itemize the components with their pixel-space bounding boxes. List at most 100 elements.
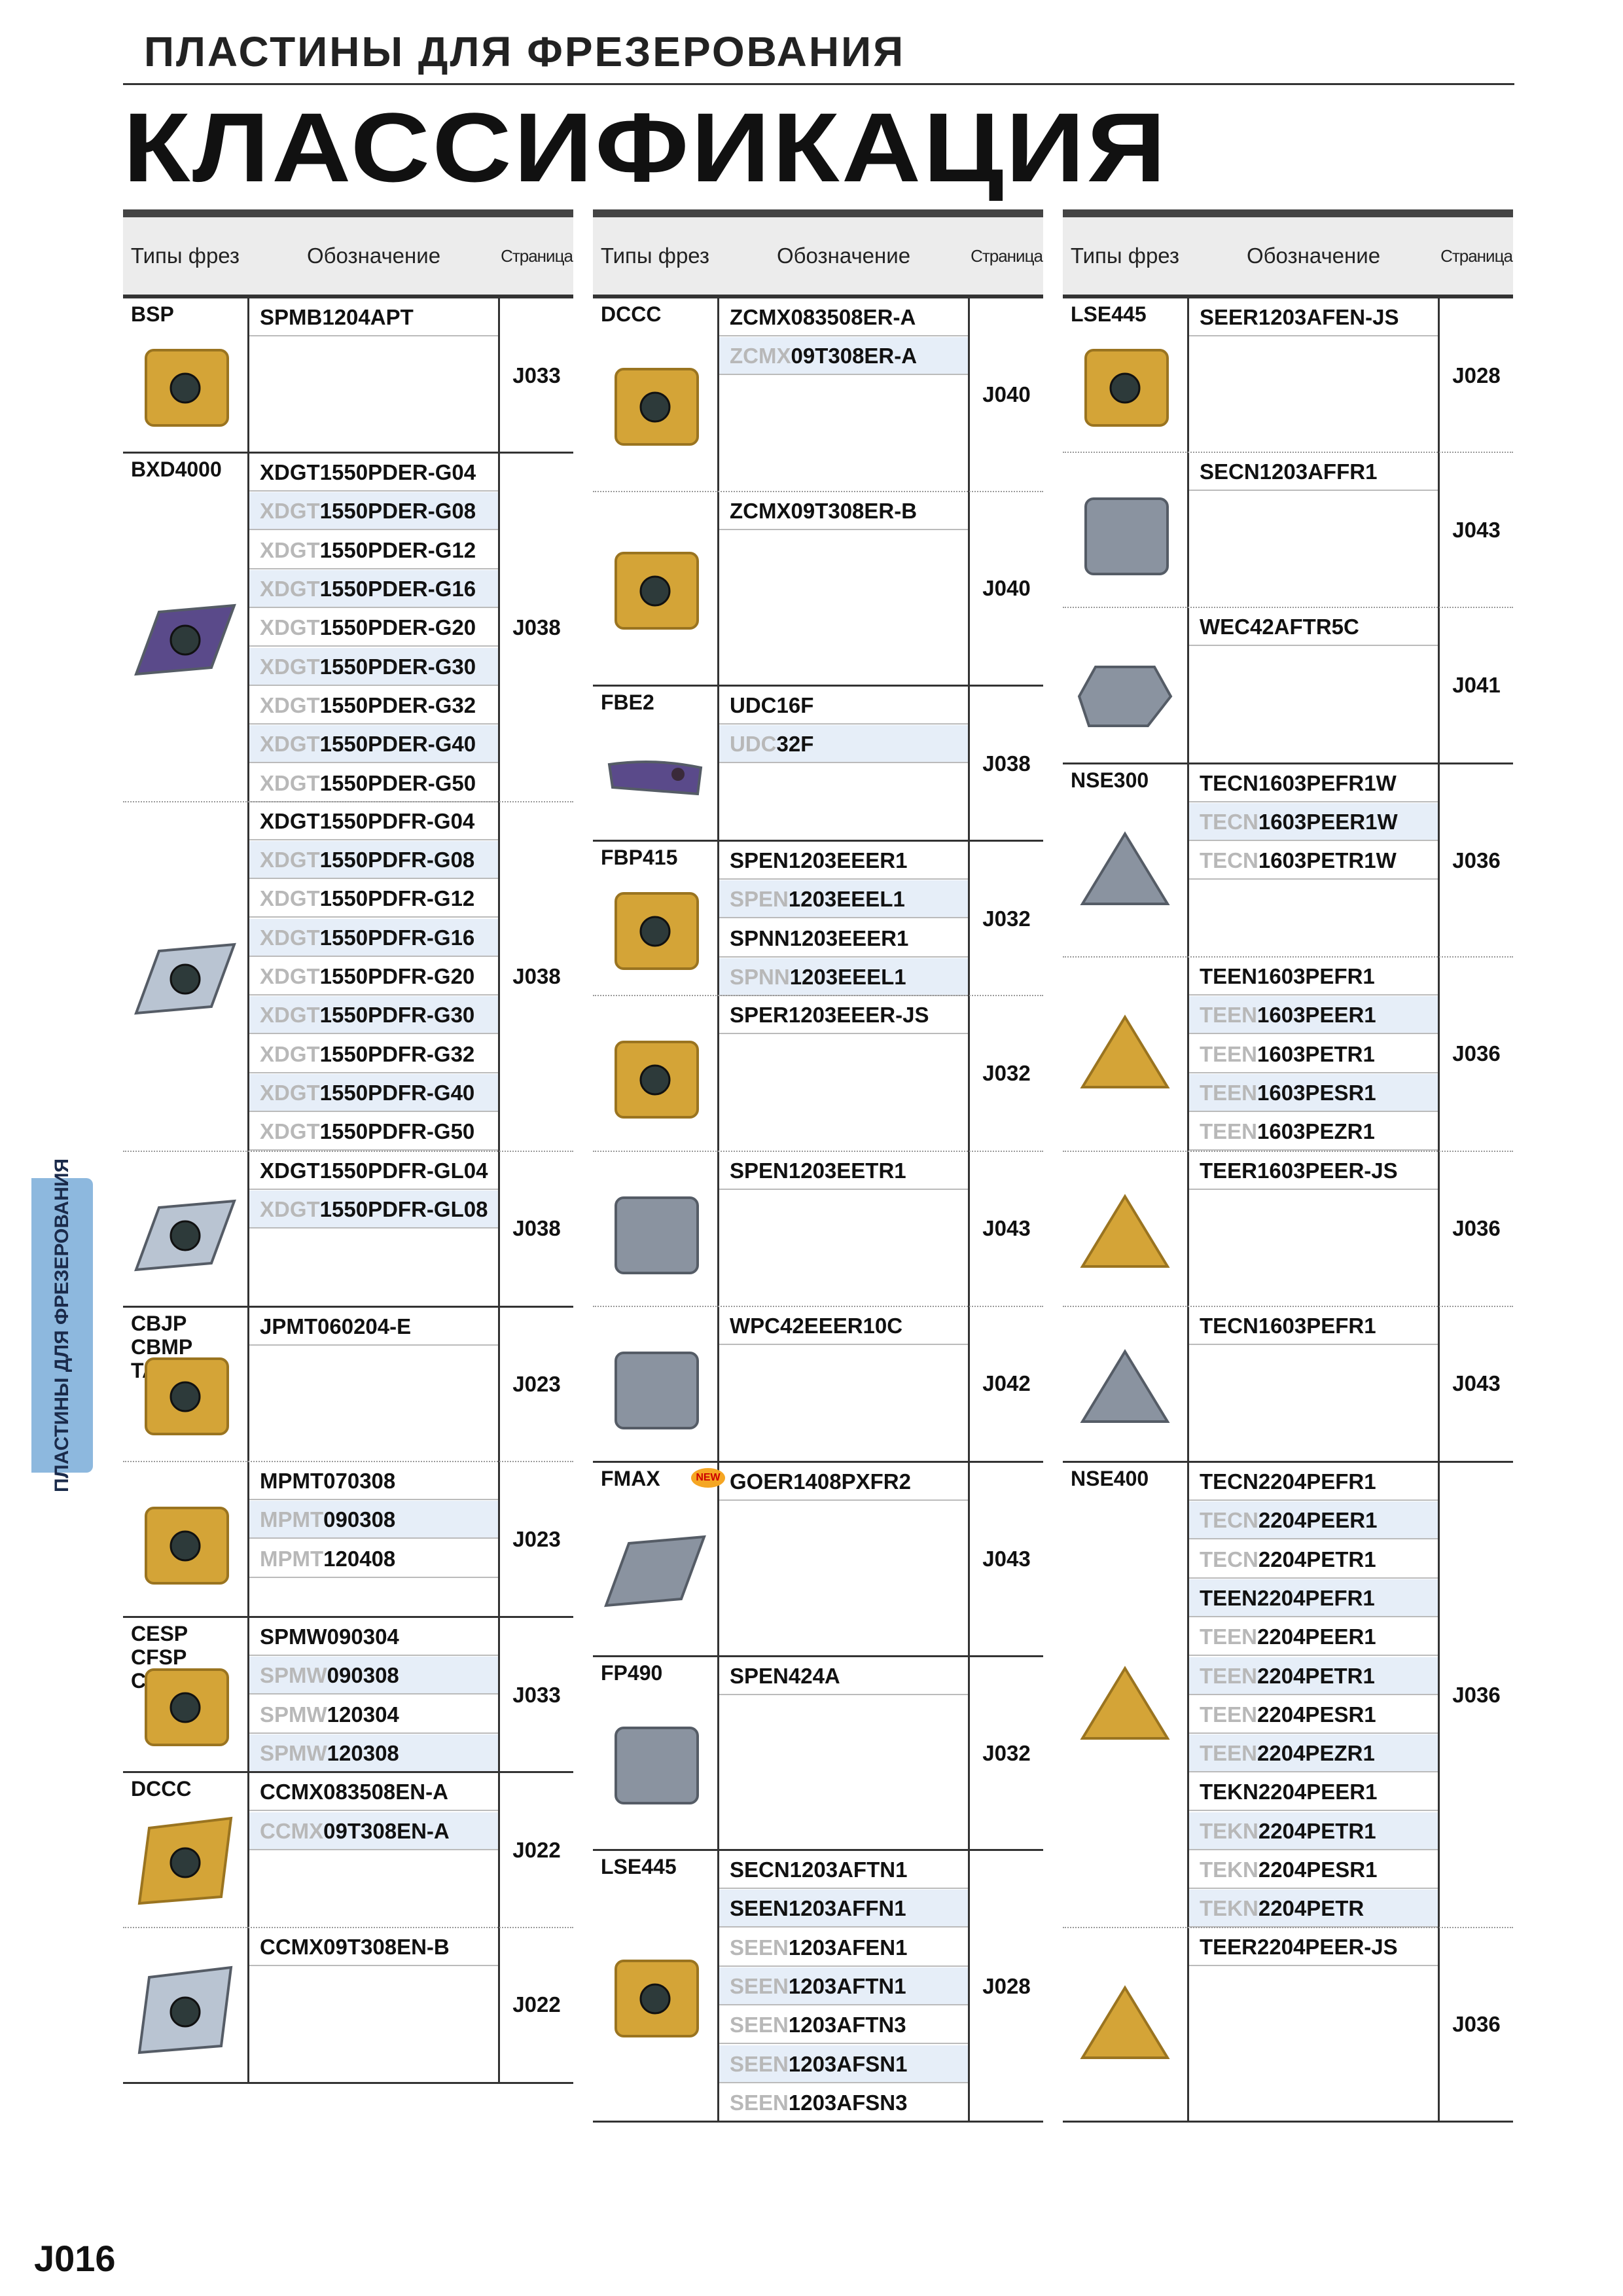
- page-reference[interactable]: J032: [982, 1060, 1031, 1085]
- page-reference[interactable]: J043: [1452, 517, 1501, 542]
- designation-row[interactable]: TECN2204PETR1: [1189, 1541, 1438, 1579]
- designation-row[interactable]: JPMT060204-E: [249, 1308, 498, 1346]
- designation-row[interactable]: SPNN1203EEEL1: [719, 958, 968, 997]
- designation-row[interactable]: SPMW120308: [249, 1734, 498, 1773]
- page-reference[interactable]: J036: [1452, 1216, 1501, 1241]
- designation-row[interactable]: XDGT1550PDFR-G08: [249, 841, 498, 880]
- designation-row[interactable]: SPEN1203EETR1: [719, 1152, 968, 1190]
- designation-row[interactable]: ZCMX09T308ER-B: [719, 492, 968, 530]
- designation-row[interactable]: TEER1603PEER-JS: [1189, 1152, 1438, 1190]
- page-reference[interactable]: J043: [982, 1216, 1031, 1241]
- page-reference[interactable]: J036: [1452, 1041, 1501, 1066]
- designation-row[interactable]: XDGT1550PDER-G32: [249, 687, 498, 725]
- designation-row[interactable]: XDGT1550PDFR-GL08: [249, 1190, 498, 1229]
- designation-row[interactable]: SPMW090308: [249, 1657, 498, 1695]
- designation-row[interactable]: TEKN2204PETR: [1189, 1890, 1438, 1928]
- page-reference[interactable]: J040: [982, 382, 1031, 407]
- designation-row[interactable]: TECN1603PEFR1W: [1189, 764, 1438, 802]
- designation-row[interactable]: SEEN1203AFSN1: [719, 2045, 968, 2083]
- designation-row[interactable]: TECN2204PEFR1: [1189, 1463, 1438, 1501]
- designation-row[interactable]: SECN1203AFFR1: [1189, 453, 1438, 492]
- designation-row[interactable]: SEEN1203AFSN3: [719, 2084, 968, 2122]
- designation-row[interactable]: XDGT1550PDER-G30: [249, 647, 498, 686]
- page-reference[interactable]: J032: [982, 1740, 1031, 1765]
- designation-row[interactable]: ZCMX083508ER-A: [719, 298, 968, 336]
- page-reference[interactable]: J022: [512, 1837, 561, 1862]
- designation-row[interactable]: TECN2204PEER1: [1189, 1501, 1438, 1540]
- designation-row[interactable]: XDGT1550PDFR-G32: [249, 1035, 498, 1073]
- designation-row[interactable]: XDGT1550PDFR-G50: [249, 1113, 498, 1151]
- designation-row[interactable]: TEKN2204PETR1: [1189, 1812, 1438, 1850]
- designation-row[interactable]: WPC42EEER10C: [719, 1307, 968, 1345]
- designation-row[interactable]: CCMX09T308EN-B: [249, 1928, 498, 1966]
- page-reference[interactable]: J043: [1452, 1371, 1501, 1396]
- designation-row[interactable]: XDGT1550PDFR-GL04: [249, 1152, 498, 1190]
- designation-row[interactable]: SPNN1203EEER1: [719, 920, 968, 958]
- page-reference[interactable]: J040: [982, 575, 1031, 600]
- designation-row[interactable]: SEEN1203AFFN1: [719, 1890, 968, 1928]
- page-reference[interactable]: J043: [982, 1547, 1031, 1571]
- designation-row[interactable]: TEEN2204PESR1: [1189, 1696, 1438, 1734]
- designation-row[interactable]: SPMW120304: [249, 1696, 498, 1734]
- page-reference[interactable]: J041: [1452, 672, 1501, 697]
- designation-row[interactable]: GOER1408PXFR2: [719, 1463, 968, 1501]
- designation-row[interactable]: MPMT090308: [249, 1501, 498, 1539]
- page-reference[interactable]: J028: [982, 1973, 1031, 1998]
- designation-row[interactable]: XDGT1550PDFR-G30: [249, 996, 498, 1035]
- designation-row[interactable]: TEEN1603PEFR1: [1189, 958, 1438, 996]
- designation-row[interactable]: ZCMX09T308ER-A: [719, 337, 968, 376]
- designation-row[interactable]: TECN1603PETR1W: [1189, 842, 1438, 880]
- designation-row[interactable]: TEEN1603PEZR1: [1189, 1113, 1438, 1151]
- designation-row[interactable]: TEEN1603PETR1: [1189, 1035, 1438, 1073]
- page-reference[interactable]: J036: [1452, 848, 1501, 872]
- page-reference[interactable]: J033: [512, 363, 561, 387]
- page-reference[interactable]: J023: [512, 1372, 561, 1397]
- designation-row[interactable]: SPEN1203EEEL1: [719, 880, 968, 919]
- designation-row[interactable]: XDGT1550PDER-G12: [249, 531, 498, 569]
- page-reference[interactable]: J038: [512, 615, 561, 640]
- designation-row[interactable]: TEKN2204PEER1: [1189, 1773, 1438, 1812]
- designation-row[interactable]: SEER1203AFEN-JS: [1189, 298, 1438, 336]
- designation-row[interactable]: SPEN1203EEER1: [719, 842, 968, 880]
- designation-row[interactable]: TEEN2204PEFR1: [1189, 1579, 1438, 1617]
- designation-row[interactable]: XDGT1550PDFR-G12: [249, 880, 498, 918]
- designation-row[interactable]: CCMX083508EN-A: [249, 1773, 498, 1812]
- page-reference[interactable]: J028: [1452, 363, 1501, 387]
- designation-row[interactable]: UDC16F: [719, 687, 968, 725]
- designation-row[interactable]: XDGT1550PDER-G40: [249, 725, 498, 764]
- designation-row[interactable]: TEER2204PEER-JS: [1189, 1928, 1438, 1966]
- designation-row[interactable]: MPMT120408: [249, 1540, 498, 1578]
- designation-row[interactable]: MPMT070308: [249, 1462, 498, 1500]
- page-reference[interactable]: J042: [982, 1371, 1031, 1396]
- page-reference[interactable]: J022: [512, 1992, 561, 2017]
- page-reference[interactable]: J038: [512, 1216, 561, 1241]
- designation-row[interactable]: XDGT1550PDER-G16: [249, 570, 498, 609]
- designation-row[interactable]: UDC32F: [719, 725, 968, 764]
- designation-row[interactable]: TEKN2204PESR1: [1189, 1851, 1438, 1889]
- designation-row[interactable]: SPMB1204APT: [249, 298, 498, 336]
- designation-row[interactable]: TEEN1603PESR1: [1189, 1073, 1438, 1112]
- designation-row[interactable]: XDGT1550PDER-G04: [249, 454, 498, 492]
- page-reference[interactable]: J032: [982, 906, 1031, 931]
- designation-row[interactable]: XDGT1550PDFR-G40: [249, 1073, 498, 1112]
- designation-row[interactable]: SEEN1203AFTN1: [719, 1967, 968, 2005]
- designation-row[interactable]: TECN1603PEFR1: [1189, 1307, 1438, 1345]
- designation-row[interactable]: XDGT1550PDFR-G16: [249, 918, 498, 957]
- page-reference[interactable]: J036: [1452, 1682, 1501, 1707]
- page-reference[interactable]: J038: [512, 963, 561, 988]
- designation-row[interactable]: SPEN424A: [719, 1657, 968, 1695]
- page-reference[interactable]: J036: [1452, 2011, 1501, 2036]
- designation-row[interactable]: SEEN1203AFTN3: [719, 2006, 968, 2045]
- designation-row[interactable]: WEC42AFTR5C: [1189, 608, 1438, 647]
- page-reference[interactable]: J023: [512, 1526, 561, 1551]
- designation-row[interactable]: SPMW090304: [249, 1618, 498, 1657]
- designation-row[interactable]: XDGT1550PDER-G50: [249, 764, 498, 802]
- designation-row[interactable]: TEEN2204PEZR1: [1189, 1734, 1438, 1773]
- side-tab[interactable]: ПЛАСТИНЫ ДЛЯ ФРЕЗЕРОВАНИЯ: [31, 1158, 93, 1492]
- designation-row[interactable]: SPER1203EEER-JS: [719, 996, 968, 1035]
- designation-row[interactable]: XDGT1550PDER-G20: [249, 609, 498, 647]
- page-reference[interactable]: J038: [982, 751, 1031, 776]
- designation-row[interactable]: XDGT1550PDFR-G20: [249, 958, 498, 996]
- page-reference[interactable]: J033: [512, 1682, 561, 1707]
- designation-row[interactable]: SECN1203AFTN1: [719, 1851, 968, 1889]
